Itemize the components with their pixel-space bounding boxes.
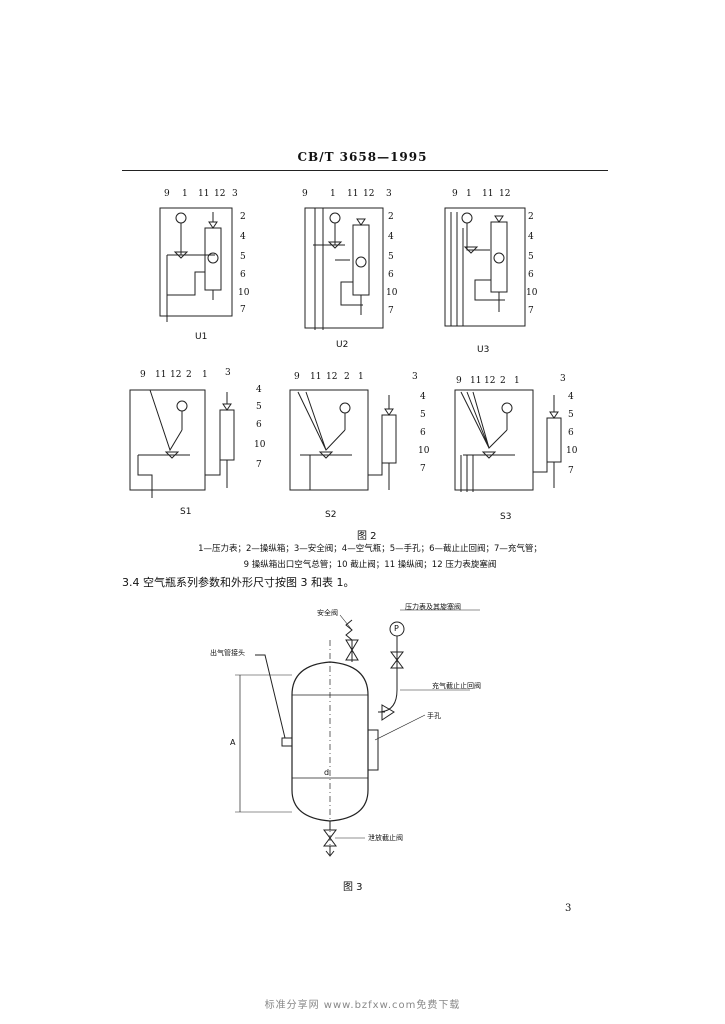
drain-valve-label: 泄放截止阀 xyxy=(368,834,403,842)
page-number: 3 xyxy=(565,903,572,914)
figure2-caption: 图 2 xyxy=(357,531,377,542)
safety-valve-label: 安全阀 xyxy=(317,609,338,617)
figure2-legend-line1: 1—压力表；2—操纵箱；3—安全阀；4—空气瓶；5—手孔；6—截止止回阀；7—充… xyxy=(198,544,542,554)
u3-num: 11 xyxy=(482,189,494,199)
figure3-caption: 图 3 xyxy=(343,882,363,893)
u2-num: 7 xyxy=(388,306,394,316)
s3-num: 3 xyxy=(560,374,566,384)
u1-num: 4 xyxy=(240,232,246,242)
s2-num: 6 xyxy=(420,428,426,438)
watermark-footer: 标准分享网 www.bzfxw.com免费下载 xyxy=(264,1000,461,1011)
u1-num: 9 xyxy=(164,189,170,199)
standard-header: CB/T 3658—1995 xyxy=(297,150,428,164)
u3-num: 6 xyxy=(528,270,534,280)
u2-num: 9 xyxy=(302,189,308,199)
check-valve-label: 充气截止止回阀 xyxy=(432,682,481,690)
u3-num: 1 xyxy=(466,189,472,199)
u2-num: 6 xyxy=(388,270,394,280)
s1-num: 12 xyxy=(170,370,182,380)
u1-num: 3 xyxy=(232,189,238,199)
s3-num: 6 xyxy=(568,428,574,438)
diagram-s3 xyxy=(454,389,562,492)
s2-num: 5 xyxy=(420,410,426,420)
s3-num: 4 xyxy=(568,392,574,402)
diagram-s3-label: S3 xyxy=(500,512,512,522)
s3-num: 2 xyxy=(500,376,506,386)
s3-num: 1 xyxy=(514,376,520,386)
s3-num: 9 xyxy=(456,376,462,386)
s3-num: 11 xyxy=(470,376,482,386)
s1-num: 5 xyxy=(256,402,262,412)
u2-num: 4 xyxy=(388,232,394,242)
diagram-u3 xyxy=(444,207,526,327)
u2-num: 11 xyxy=(347,189,359,199)
s3-num: 12 xyxy=(484,376,496,386)
diagram-s2 xyxy=(289,389,397,491)
section-3-4-text: 3.4 空气瓶系列参数和外形尺寸按图 3 和表 1。 xyxy=(122,576,355,589)
diagram-s1 xyxy=(129,389,235,498)
diagram-u1-label: U1 xyxy=(195,332,208,342)
u1-num: 7 xyxy=(240,305,246,315)
s2-num: 2 xyxy=(344,372,350,382)
diagram-u2 xyxy=(304,207,384,330)
s2-num: 9 xyxy=(294,372,300,382)
s1-num: 9 xyxy=(140,370,146,380)
s3-num: 10 xyxy=(566,446,578,456)
dimension-a-label: A xyxy=(230,738,236,747)
u1-num: 2 xyxy=(240,212,246,222)
s2-num: 11 xyxy=(310,372,322,382)
u2-num: 12 xyxy=(363,189,375,199)
s1-num: 7 xyxy=(256,460,262,470)
u2-num: 3 xyxy=(386,189,392,199)
u3-num: 9 xyxy=(452,189,458,199)
diagram-s2-label: S2 xyxy=(325,510,337,520)
u1-num: 10 xyxy=(238,288,250,298)
handhole-label: 手孔 xyxy=(427,712,441,720)
u2-num: 1 xyxy=(330,189,336,199)
s1-num: 2 xyxy=(186,370,192,380)
u3-num: 2 xyxy=(528,212,534,222)
u1-num: 6 xyxy=(240,270,246,280)
u3-num: 4 xyxy=(528,232,534,242)
s1-num: 4 xyxy=(256,385,262,395)
s3-num: 5 xyxy=(568,410,574,420)
p-symbol: P xyxy=(394,624,399,633)
dimension-d-label: d xyxy=(324,768,330,777)
s1-num: 10 xyxy=(254,440,266,450)
s1-num: 6 xyxy=(256,420,262,430)
diagram-s1-label: S1 xyxy=(180,507,192,517)
diagram-u1 xyxy=(159,207,233,322)
s2-num: 1 xyxy=(358,372,364,382)
diagram-u2-label: U2 xyxy=(336,340,349,350)
figure2-legend-line2: 9 操纵箱出口空气总管；10 截止阀；11 操纵阀；12 压力表旋塞阀 xyxy=(243,560,497,570)
s2-num: 12 xyxy=(326,372,338,382)
s1-num: 3 xyxy=(225,368,231,378)
s1-num: 1 xyxy=(202,370,208,380)
u3-num: 10 xyxy=(526,288,538,298)
air-bottle-drawing xyxy=(235,609,480,857)
u1-num: 11 xyxy=(198,189,210,199)
s2-num: 7 xyxy=(420,464,426,474)
u1-num: 5 xyxy=(240,252,246,262)
u2-num: 10 xyxy=(386,288,398,298)
s2-num: 4 xyxy=(420,392,426,402)
u3-num: 7 xyxy=(528,306,534,316)
u3-num: 5 xyxy=(528,252,534,262)
header-rule xyxy=(122,170,608,171)
u1-num: 1 xyxy=(182,189,188,199)
s3-num: 7 xyxy=(568,466,574,476)
s2-num: 10 xyxy=(418,446,430,456)
diagram-u3-label: U3 xyxy=(477,345,490,355)
u2-num: 2 xyxy=(388,212,394,222)
u2-num: 5 xyxy=(388,252,394,262)
air-inlet-label: 出气管接头 xyxy=(210,649,245,657)
s1-num: 11 xyxy=(155,370,167,380)
pressure-gauge-label: 压力表及其旋塞阀 xyxy=(405,603,461,611)
u1-num: 12 xyxy=(214,189,226,199)
u3-num: 12 xyxy=(499,189,511,199)
s2-num: 3 xyxy=(412,372,418,382)
